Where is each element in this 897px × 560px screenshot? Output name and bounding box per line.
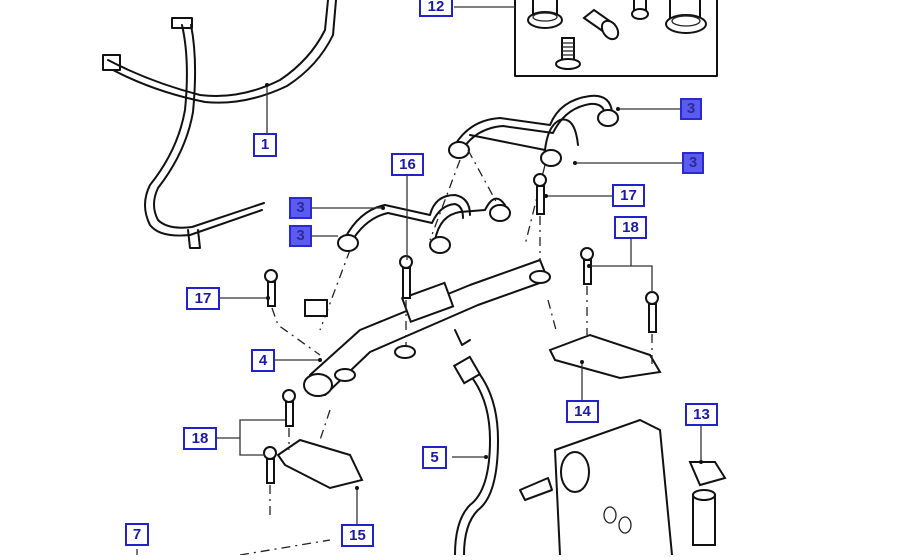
bracket-15 <box>263 389 364 520</box>
callout-7[interactable]: 7 <box>125 523 149 546</box>
callout-3-right[interactable]: 3 <box>682 152 704 174</box>
callout-3-left-lower[interactable]: 3 <box>289 225 312 247</box>
callout-1[interactable]: 1 <box>253 133 277 157</box>
callout-13[interactable]: 13 <box>685 403 718 426</box>
return-hose <box>102 0 337 249</box>
fuel-pump <box>519 419 673 556</box>
bolt-16 <box>399 255 413 345</box>
injector-pipes-lower <box>319 149 546 331</box>
bolt-17-right <box>533 173 547 262</box>
pipe-7 <box>239 539 331 556</box>
fitting-kit-box <box>514 0 718 77</box>
bracket-14 <box>547 247 662 380</box>
callout-18-right[interactable]: 18 <box>614 216 647 239</box>
screw <box>555 37 581 70</box>
callout-3-upper-right[interactable]: 3 <box>680 98 702 120</box>
callout-17-right[interactable]: 17 <box>612 184 645 207</box>
callout-5[interactable]: 5 <box>422 446 447 469</box>
callout-3-left-upper[interactable]: 3 <box>289 197 312 219</box>
callout-12[interactable]: 12 <box>419 0 453 17</box>
fuel-rail <box>303 259 551 397</box>
callout-17-left[interactable]: 17 <box>186 287 220 310</box>
plug <box>582 8 620 41</box>
sleeve-left <box>527 0 563 29</box>
callout-16[interactable]: 16 <box>391 153 424 176</box>
injector-pipes-upper <box>448 94 619 167</box>
sleeve-right <box>665 0 707 34</box>
bolt-17-left <box>264 269 321 356</box>
leader-lines <box>136 6 703 555</box>
callout-18-left[interactable]: 18 <box>183 427 217 450</box>
callout-4[interactable]: 4 <box>251 349 275 372</box>
sensor-13 <box>688 461 727 546</box>
small-pin <box>631 0 649 20</box>
callout-15[interactable]: 15 <box>341 524 374 547</box>
high-pressure-pipe <box>452 355 499 556</box>
callout-14[interactable]: 14 <box>566 400 599 423</box>
